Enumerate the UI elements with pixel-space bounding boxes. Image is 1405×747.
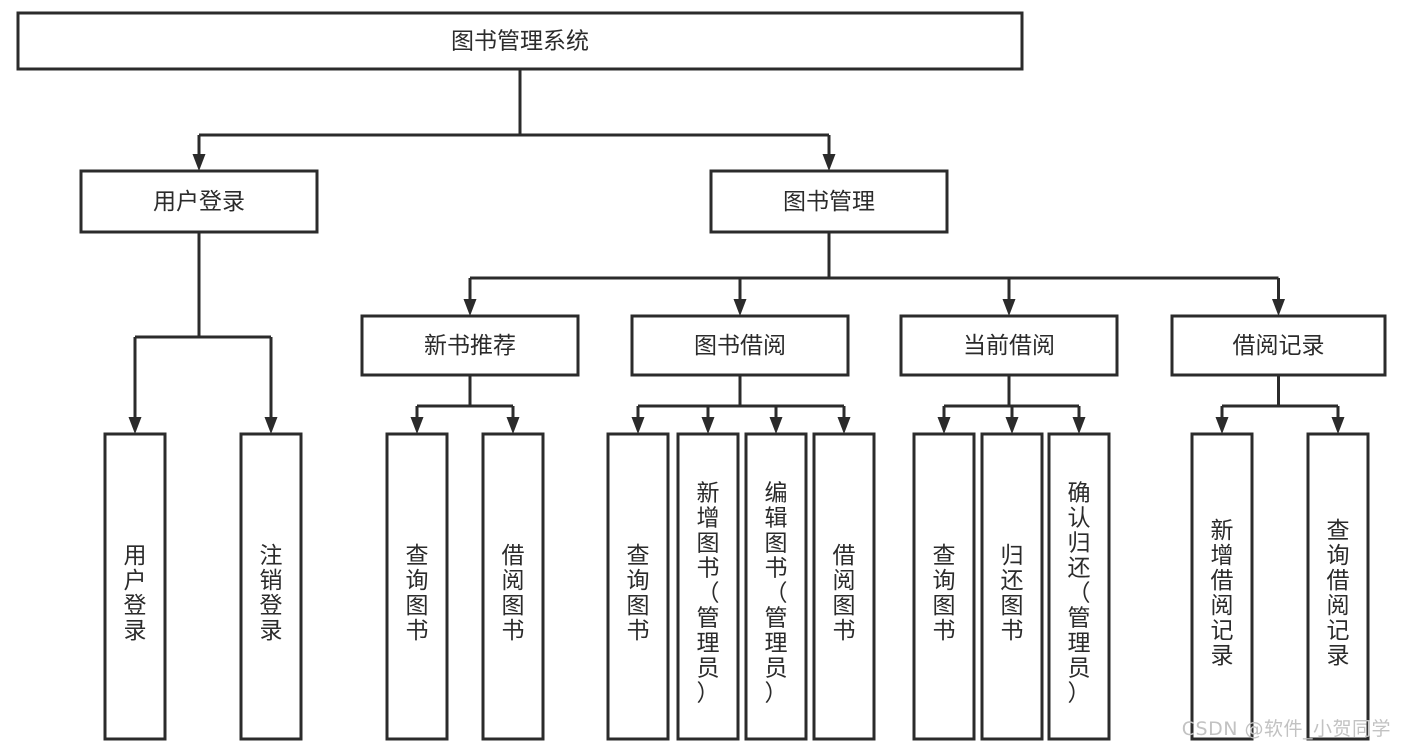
node-new-book-rec[interactable]: 新书推荐 [360,314,580,377]
node-label: 查询借阅记录 [1327,518,1350,669]
edge-arrowhead [937,417,951,434]
edge-arrowhead [837,417,851,434]
node-label: 借阅图书 [502,543,525,644]
node-box [630,314,850,377]
node-leaf-borrow-book[interactable]: 借阅图书 [812,432,876,741]
node-label: 确认归还（管理员） [1068,480,1091,706]
node-box [899,314,1119,377]
node-label: 当前借阅 [963,333,1055,359]
node-leaf-user-login[interactable]: 用户登录 [103,432,167,741]
node-label: 查询图书 [933,543,956,644]
node-book-borrow[interactable]: 图书借阅 [630,314,850,377]
node-box [79,169,319,234]
edge-arrowhead [1331,417,1345,434]
node-leaf-query-book-current[interactable]: 查询图书 [912,432,976,741]
node-leaf-query-borrow-record[interactable]: 查询借阅记录 [1306,432,1370,741]
node-box [239,432,303,741]
node-box [481,432,545,741]
node-label: 归还图书 [1001,543,1024,644]
node-root[interactable]: 图书管理系统 [16,11,1024,71]
node-box [980,432,1044,741]
node-label: 用户登录 [153,189,245,215]
node-box [103,432,167,741]
node-label: 图书管理 [783,189,875,215]
node-label: 图书管理系统 [451,29,589,55]
edge-arrowhead [1002,299,1016,316]
node-leaf-user-logout[interactable]: 注销登录 [239,432,303,741]
node-box [1047,432,1111,741]
edge-arrowhead [463,299,477,316]
edge-arrowhead [631,417,645,434]
node-label: 编辑图书（管理员） [765,480,788,706]
node-leaf-return-book[interactable]: 归还图书 [980,432,1044,741]
edge-arrowhead [1005,417,1019,434]
edge-arrowhead [128,417,142,434]
node-label: 借阅图书 [833,543,856,644]
node-box [912,432,976,741]
node-box [360,314,580,377]
nodes-layer: 图书管理系统用户登录图书管理新书推荐图书借阅当前借阅借阅记录用户登录注销登录查询… [16,11,1387,741]
node-label: 新书推荐 [424,333,516,359]
edge-arrowhead [506,417,520,434]
node-label: 新增借阅记录 [1211,518,1234,669]
node-label: 查询图书 [627,543,650,644]
node-box [744,432,808,741]
edge-arrowhead [1072,417,1086,434]
node-leaf-confirm-return-admin[interactable]: 确认归还（管理员） [1047,432,1111,741]
node-box [709,169,949,234]
node-leaf-query-book-borrow[interactable]: 查询图书 [606,432,670,741]
node-label: 借阅记录 [1233,333,1325,359]
edge-arrowhead [192,154,206,171]
node-box [606,432,670,741]
edges-layer [128,69,1345,434]
node-label: 新增图书（管理员） [697,480,720,706]
node-box [1306,432,1370,741]
edge-arrowhead [1272,299,1285,316]
node-borrow-record[interactable]: 借阅记录 [1170,314,1387,377]
edge-arrowhead [410,417,424,434]
node-box [812,432,876,741]
edge-arrowhead [1215,417,1229,434]
node-box [1190,432,1254,741]
node-label: 查询图书 [406,543,429,644]
node-box [385,432,449,741]
node-book-manage[interactable]: 图书管理 [709,169,949,234]
node-leaf-borrow-book-rec[interactable]: 借阅图书 [481,432,545,741]
edge-arrowhead [701,417,715,434]
node-current-borrow[interactable]: 当前借阅 [899,314,1119,377]
node-label: 图书借阅 [694,333,786,359]
node-label: 用户登录 [124,543,147,644]
edge-arrowhead [733,299,747,316]
edge-arrowhead [769,417,783,434]
node-leaf-edit-book-admin[interactable]: 编辑图书（管理员） [744,432,808,741]
edge-arrowhead [264,417,278,434]
node-leaf-add-book-admin[interactable]: 新增图书（管理员） [676,432,740,741]
edge-arrowhead [822,154,836,171]
node-box [676,432,740,741]
node-user-login[interactable]: 用户登录 [79,169,319,234]
node-leaf-query-book-rec[interactable]: 查询图书 [385,432,449,741]
node-leaf-add-borrow-record[interactable]: 新增借阅记录 [1190,432,1254,741]
node-box [1170,314,1387,377]
node-box [16,11,1024,71]
node-label: 注销登录 [260,543,283,644]
